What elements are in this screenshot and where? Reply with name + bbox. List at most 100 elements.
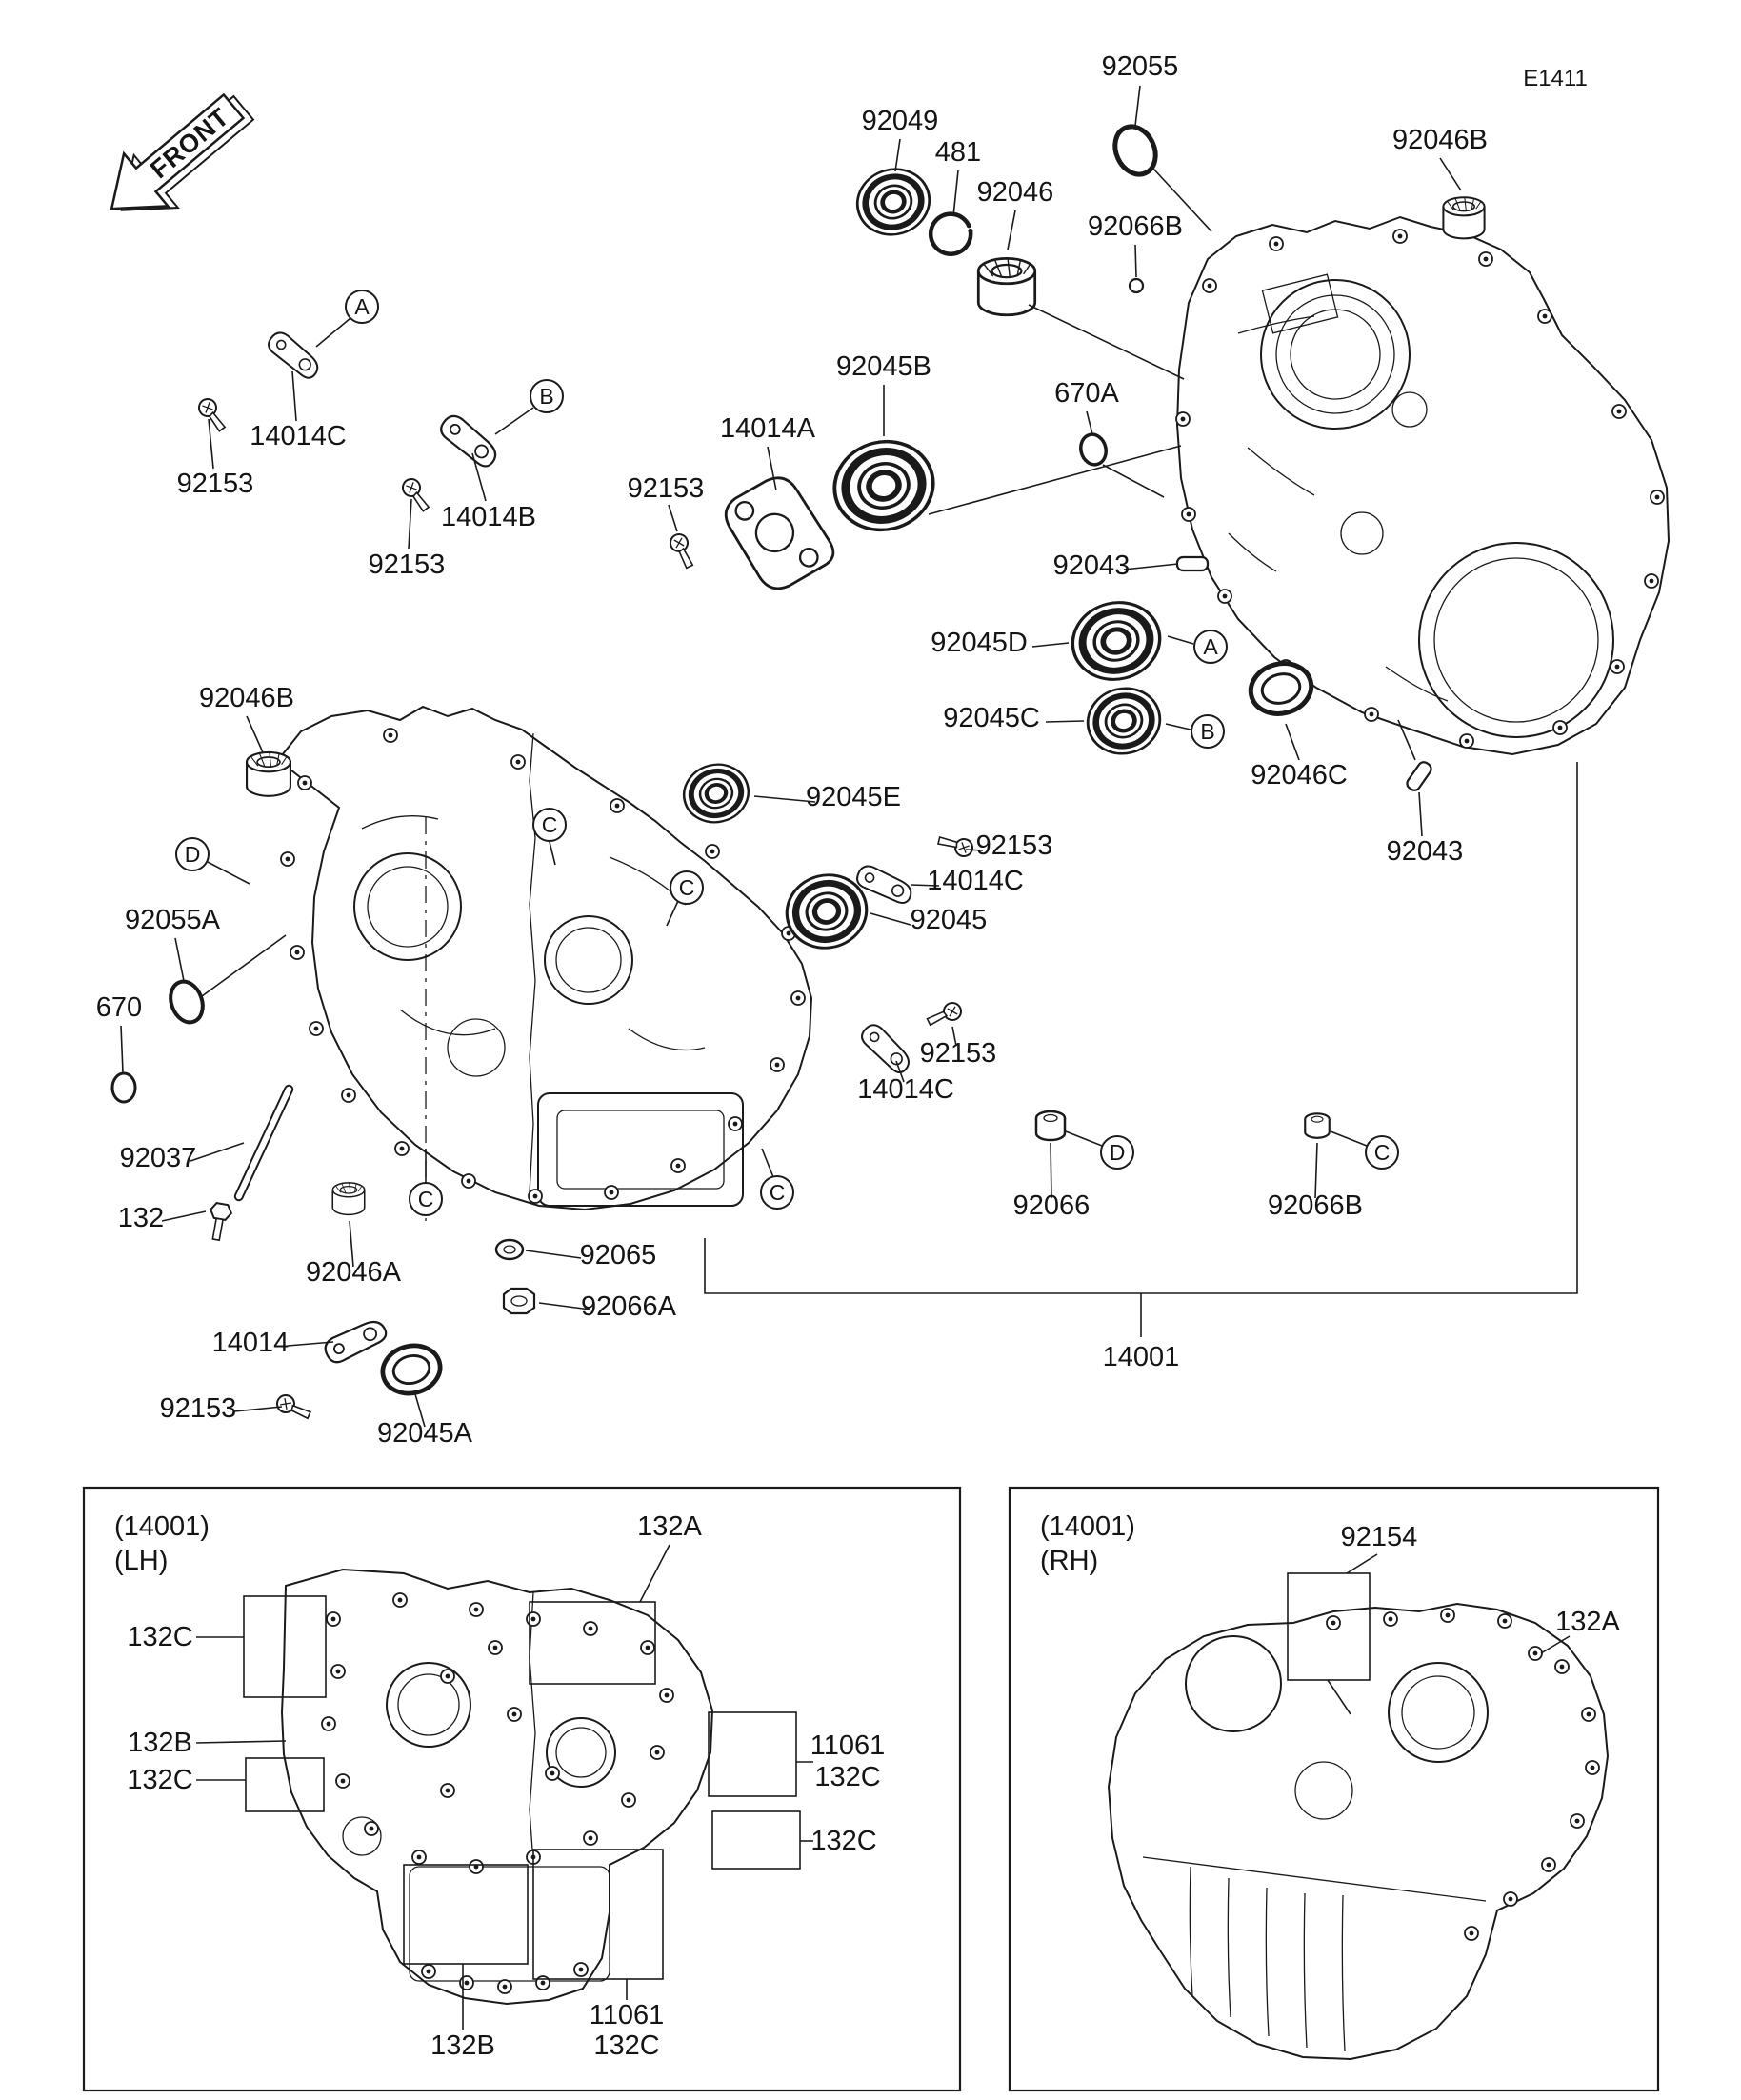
part-label-92045b: 92045B <box>836 351 931 382</box>
callout-a-2: A <box>1193 630 1228 664</box>
bearing-92045c <box>1081 681 1167 761</box>
inset-lh: (14001) (LH) <box>82 1486 962 2092</box>
inset-rh-label-132a: 132A <box>1555 1607 1620 1637</box>
part-label-92046a: 92046A <box>306 1257 402 1288</box>
inset-rh-drawing <box>1107 1602 1610 2061</box>
part-label-14001: 14001 <box>1103 1342 1180 1372</box>
inset-lh-label-11061-2: 11061 <box>590 2000 665 2030</box>
part-label-92045d: 92045D <box>931 628 1028 658</box>
inset-rh-labels: 92154 132A <box>1341 1522 1621 1637</box>
part-label-92153-6: 92153 <box>160 1393 237 1424</box>
part-label-14014: 14014 <box>212 1328 290 1358</box>
bracket-14014b <box>434 410 504 471</box>
loose-parts <box>110 124 1486 1425</box>
callout-c-3-label: C <box>418 1187 434 1211</box>
crankcase-right-drawing <box>1175 215 1671 756</box>
pin-92043-lower <box>1403 758 1435 794</box>
callout-d-2-label: D <box>1110 1140 1126 1165</box>
callout-b-2: B <box>1191 714 1225 749</box>
bearing-92046b-top <box>1442 196 1486 240</box>
seal-92045a <box>378 1340 446 1400</box>
inset-rh-box <box>1008 1486 1660 2092</box>
callout-a-2-label: A <box>1203 634 1218 659</box>
part-label-92153-1: 92153 <box>177 469 254 499</box>
bearing-92045b <box>825 431 942 540</box>
callout-c-3: C <box>409 1182 443 1216</box>
bracket-14014c-1 <box>263 328 326 383</box>
callout-c-1-label: C <box>542 812 558 837</box>
part-label-92046b-top: 92046B <box>1392 125 1488 155</box>
inset-lh-label-132c-3: 132C <box>814 1762 880 1792</box>
callout-c-1: C <box>532 808 567 842</box>
front-arrow: FRONT <box>110 92 255 211</box>
part-label-92045e: 92045E <box>806 782 901 812</box>
bolt-132 <box>204 1201 234 1243</box>
part-label-92055a: 92055A <box>125 905 221 935</box>
seal-92046c <box>1246 657 1317 720</box>
o-ring-670 <box>110 1071 137 1104</box>
bushing-92046a <box>331 1182 366 1216</box>
part-label-92045a: 92045A <box>377 1418 473 1449</box>
inset-lh-label-132b-1: 132B <box>128 1728 192 1758</box>
inset-rh-brackets <box>1287 1553 1571 1715</box>
part-label-92065: 92065 <box>580 1240 657 1270</box>
callout-b-1-label: B <box>539 384 553 409</box>
part-label-92045c: 92045C <box>943 703 1040 733</box>
callout-c-2-label: C <box>679 875 695 900</box>
part-label-92153-3: 92153 <box>628 473 705 504</box>
part-label-14014c-1: 14014C <box>250 421 347 451</box>
part-label-481: 481 <box>935 137 981 168</box>
needle-bearing-92046 <box>976 257 1037 317</box>
bracket-14014 <box>320 1311 390 1370</box>
callout-c-5: C <box>1365 1135 1399 1170</box>
o-ring-92055a <box>169 979 205 1025</box>
bracket-14014c-3 <box>855 1019 917 1077</box>
bearing-92046b-left <box>245 750 292 797</box>
part-label-92153-2: 92153 <box>369 550 446 580</box>
part-label-92046: 92046 <box>977 177 1054 208</box>
part-label-92066a: 92066A <box>581 1291 677 1322</box>
o-ring-670a <box>1079 432 1108 467</box>
part-label-14014c-3: 14014C <box>857 1074 954 1105</box>
part-label-92043-lower: 92043 <box>1387 836 1464 867</box>
screw-92153-3 <box>661 530 705 571</box>
inset-lh-title: (14001) <box>114 1511 210 1542</box>
screw-92153-2 <box>396 475 437 514</box>
o-ring-92055 <box>1112 124 1158 177</box>
inset-lh-brackets <box>195 1544 813 2030</box>
callout-c-5-label: C <box>1374 1140 1391 1165</box>
inset-rh-label-92154: 92154 <box>1341 1522 1418 1552</box>
inset-lh-label-132b-2: 132B <box>430 2030 495 2061</box>
screw-92153-1 <box>192 395 233 434</box>
callout-a-1: A <box>345 290 379 324</box>
part-label-92066b-bottom: 92066B <box>1268 1190 1363 1221</box>
callout-circles: A B A B C C D C C D C <box>175 290 1399 1216</box>
leader-lines <box>120 85 1578 1428</box>
part-label-92046b-left: 92046B <box>199 683 294 713</box>
part-label-132: 132 <box>118 1203 164 1233</box>
bearing-92045e <box>678 758 754 830</box>
inset-rh-title: (14001) <box>1040 1511 1135 1542</box>
plug-92066 <box>1034 1110 1067 1142</box>
part-label-92153-4: 92153 <box>976 830 1053 861</box>
screw-92153-4 <box>934 827 976 865</box>
screw-92153-5 <box>924 993 966 1037</box>
inset-lh-label-132c-2: 132C <box>127 1765 192 1795</box>
inset-rh: (14001) (RH) 92154 132A <box>1008 1486 1660 2092</box>
inset-lh-label-132c-5: 132C <box>593 2030 659 2061</box>
part-label-92153-5: 92153 <box>920 1038 997 1069</box>
inset-lh-label-132c-1: 132C <box>127 1622 192 1652</box>
plug-92066b-bottom <box>1304 1112 1331 1139</box>
callout-c-4: C <box>760 1175 794 1210</box>
callout-b-1: B <box>530 379 564 413</box>
part-label-92055: 92055 <box>1102 51 1179 82</box>
part-label-92037: 92037 <box>120 1143 197 1173</box>
callout-d-2: D <box>1100 1135 1134 1170</box>
washer-92065 <box>494 1238 525 1261</box>
callout-c-2: C <box>670 870 704 905</box>
bearing-92049 <box>850 161 937 243</box>
inset-lh-label-132a: 132A <box>637 1511 702 1542</box>
inset-rh-subtitle: (RH) <box>1040 1546 1098 1576</box>
